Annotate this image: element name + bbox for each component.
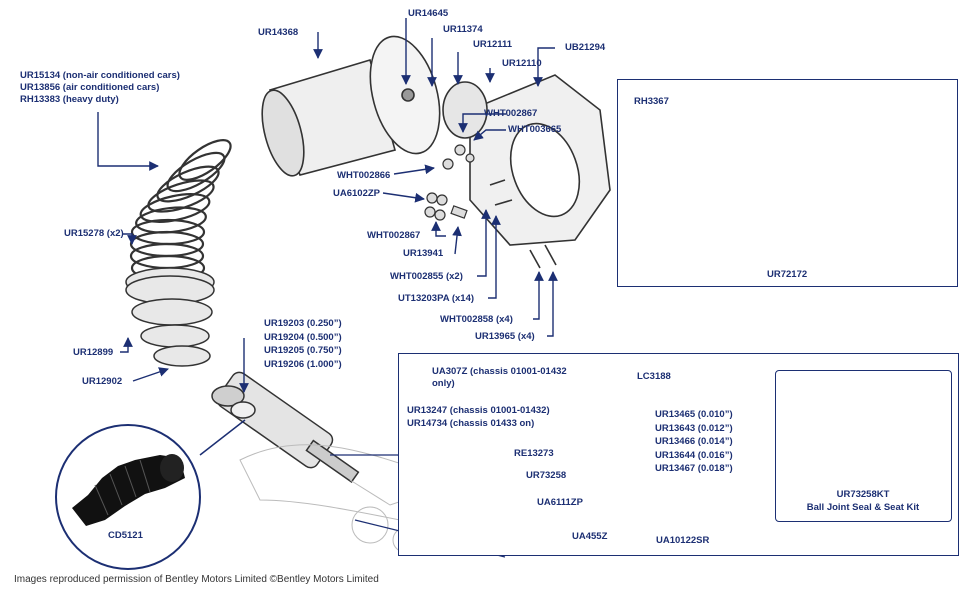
label-ut13203pa: UT13203PA (x14) [398, 293, 475, 304]
spring-pans [125, 267, 215, 367]
label-ur12899: UR12899 [73, 347, 114, 358]
label-wht002867-low: WHT002867 [367, 230, 421, 241]
label-wht002866: WHT002866 [337, 170, 391, 181]
label-ua10122sr: UA10122SR [656, 535, 710, 546]
fasteners [424, 144, 475, 221]
label-re13273: RE13273 [514, 448, 554, 459]
label-ua6102zp: UA6102ZP [333, 188, 380, 199]
kit-box [775, 370, 952, 522]
label-ur12902: UR12902 [82, 376, 123, 387]
label-wht002858: WHT002858 (x4) [440, 314, 513, 325]
label-ur13247: UR13247 (chassis 01001-01432) UR14734 (c… [407, 405, 550, 429]
label-wht002867-top: WHT002867 [484, 108, 538, 119]
upper-spring-seat [261, 35, 441, 177]
label-ur11374: UR11374 [443, 24, 483, 35]
label-shims: UR13465 (0.010”) UR13643 (0.012”) UR1346… [655, 409, 733, 474]
coil-spring [129, 139, 232, 282]
label-ur15278: UR15278 (x2) [64, 228, 124, 239]
label-ur14645: UR14645 [408, 8, 449, 19]
label-rh3367: RH3367 [634, 96, 669, 107]
kit-code: UR73258KT [836, 489, 890, 500]
label-cd5121: CD5121 [108, 530, 143, 541]
label-ur12111: UR12111 [473, 39, 513, 50]
kit-name: Ball Joint Seal & Seat Kit [806, 502, 920, 513]
label-lc3188: LC3188 [637, 371, 671, 382]
label-ub21294: UB21294 [565, 42, 606, 53]
label-ur73258: UR73258 [526, 470, 567, 481]
label-ur12110: UR12110 [502, 58, 542, 69]
label-ua455z: UA455Z [572, 531, 608, 542]
label-packers: UR19203 (0.250”) UR19204 (0.500”) UR1920… [264, 318, 342, 370]
label-ua6111zp: UA6111ZP [537, 497, 583, 508]
label-spring-note: UR15134 (non-air conditioned cars) UR138… [20, 70, 180, 105]
label-wht003665: WHT003665 [508, 124, 562, 135]
copyright-footer: Images reproduced permission of Bentley … [14, 574, 379, 585]
gaiter-zoom-circle [55, 419, 246, 570]
label-ur13941: UR13941 [403, 248, 444, 259]
label-ur14368: UR14368 [258, 27, 299, 38]
callout-arrows [97, 18, 827, 541]
label-ur13965: UR13965 (x4) [475, 331, 535, 342]
label-wht002855: WHT002855 (x2) [390, 271, 463, 282]
rh3367-inset-box [617, 79, 958, 287]
label-ur72172: UR72172 [767, 269, 808, 280]
mounting-plate [442, 74, 611, 269]
label-ua307z: UA307Z (chassis 01001-01432 only) [432, 366, 567, 389]
damper-drawing [211, 371, 360, 484]
